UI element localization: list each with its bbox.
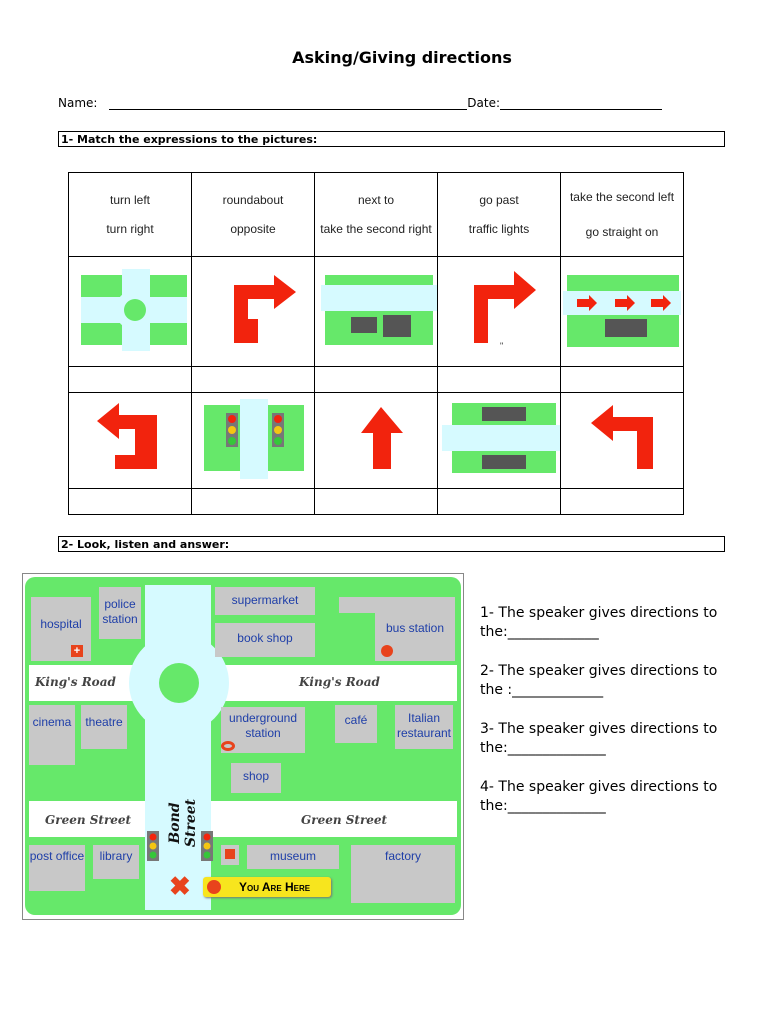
map-grass: King's Road King's Road Green Street Gre… — [25, 577, 461, 915]
bus-station[interactable]: bus station — [375, 613, 455, 661]
traffic-light-icon — [147, 831, 159, 861]
date-field[interactable] — [500, 97, 663, 110]
kings-road — [29, 665, 457, 701]
picture-cell — [560, 392, 684, 489]
picture-cell — [314, 392, 438, 489]
answer-cell[interactable] — [560, 488, 684, 515]
opposite-icon — [442, 403, 560, 473]
town-map: King's Road King's Road Green Street Gre… — [22, 573, 464, 920]
section-2-heading: 2- Look, listen and answer: — [58, 536, 725, 552]
answer-cell[interactable] — [191, 488, 315, 515]
answer-cell[interactable] — [191, 366, 315, 393]
green-street-label-right: Green Street — [301, 813, 388, 827]
picture-cell: " — [437, 256, 561, 367]
underground-roundel-icon — [381, 645, 393, 657]
hospital-cross-icon: + — [71, 645, 83, 657]
picture-cell — [560, 256, 684, 367]
picture-cell — [314, 256, 438, 367]
name-date-line: Name: Date: — [58, 96, 758, 110]
name-label: Name: — [58, 96, 98, 110]
cinema[interactable]: cinema — [29, 705, 75, 765]
roundabout-centre — [159, 663, 199, 703]
stray-mark: " — [500, 341, 503, 351]
answer-cell[interactable] — [560, 366, 684, 393]
answer-cell[interactable] — [68, 366, 192, 393]
traffic-lights-icon — [204, 399, 304, 479]
go-past-icon — [563, 275, 681, 347]
traffic-light-icon — [201, 831, 213, 861]
green-street — [29, 801, 457, 837]
bond-street-label: Bond Street — [167, 798, 199, 848]
museum[interactable]: museum — [247, 845, 339, 869]
theatre[interactable]: theatre — [81, 705, 127, 749]
hospital[interactable]: hospital + — [31, 597, 91, 661]
turn-right-arrow-icon — [234, 275, 296, 343]
book-shop[interactable]: book shop — [215, 623, 315, 657]
underground-roundel-icon — [221, 741, 235, 751]
name-field[interactable] — [109, 97, 468, 110]
underground-station[interactable]: underground station — [221, 707, 305, 753]
picture-cell — [437, 392, 561, 489]
green-street-label-left: Green Street — [45, 813, 132, 827]
section-1-heading: 1- Match the expressions to the pictures… — [58, 131, 725, 147]
italian-restaurant[interactable]: Italian restaurant — [395, 705, 453, 749]
straight-arrow-icon — [361, 407, 403, 469]
shop[interactable]: shop — [231, 763, 281, 793]
post-office[interactable]: post office — [29, 845, 85, 891]
factory[interactable]: factory — [351, 845, 455, 903]
answer-cell[interactable] — [314, 366, 438, 393]
date-label: Date: — [467, 96, 501, 110]
kings-road-label-left: King's Road — [35, 675, 116, 689]
location-pin-icon — [207, 880, 221, 894]
answer-cell[interactable] — [437, 488, 561, 515]
building-strip — [339, 597, 455, 613]
answer-cell[interactable] — [314, 488, 438, 515]
start-cross-icon: ✖ — [169, 871, 191, 901]
picture-cell — [68, 256, 192, 367]
answer-cell[interactable] — [437, 366, 561, 393]
library[interactable]: library — [93, 845, 139, 879]
picture-cell — [68, 392, 192, 489]
police-station[interactable]: police station — [99, 587, 141, 639]
page-title: Asking/Giving directions — [292, 48, 512, 67]
next-to-icon — [321, 275, 437, 345]
turn-left-arrow-icon — [97, 403, 157, 469]
roundabout-icon — [81, 269, 187, 351]
picture-cell — [191, 392, 315, 489]
cafe[interactable]: café — [335, 705, 377, 743]
you-are-here-banner: You Are Here — [203, 877, 331, 897]
small-building — [221, 845, 239, 865]
supermarket[interactable]: supermarket — [215, 587, 315, 615]
turn-right-arrow-icon: " — [474, 271, 536, 351]
answer-cell[interactable] — [68, 488, 192, 515]
kings-road-label-right: King's Road — [299, 675, 380, 689]
turn-left-arrow-icon — [591, 405, 653, 469]
picture-cell — [191, 256, 315, 367]
hospital-cross-icon — [225, 849, 235, 859]
